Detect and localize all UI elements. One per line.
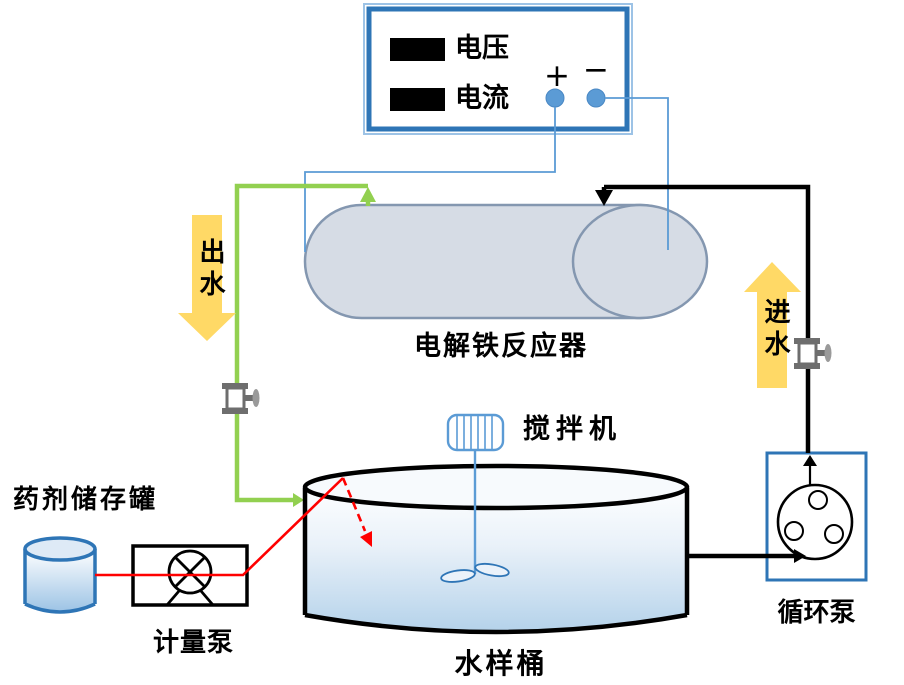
water-in-arrow [744, 262, 801, 388]
dosing-line [95, 477, 372, 577]
sample-bucket [302, 463, 690, 635]
water-out-arrow [178, 215, 236, 341]
electrode-wires [304, 97, 669, 252]
negative-terminal-icon [586, 88, 606, 108]
bucket-to-pump-arrowhead [794, 549, 806, 563]
inflow-into-reactor-arrowhead [595, 190, 613, 206]
reactor-vessel [303, 203, 709, 320]
reactor-label: 电解铁反应器 [414, 331, 588, 361]
metering-pump-label: 计量泵 [153, 627, 235, 657]
voltage-label: 电压 [455, 33, 509, 63]
outflow-pipe [234, 183, 376, 507]
pump-outlet-arrowhead [803, 455, 817, 466]
negative-sign: − [583, 52, 609, 88]
water-out-label: 出水 [196, 238, 226, 302]
current-display-icon [390, 88, 445, 111]
circulation-pump-icon [765, 451, 868, 582]
circulation-pump-label: 循环泵 [777, 597, 856, 627]
impeller-blade-left [440, 569, 476, 583]
reagent-tank [23, 536, 97, 614]
outflow-up-arrowhead [360, 187, 376, 202]
dosing-arrowhead [360, 531, 372, 547]
current-label: 电流 [455, 83, 509, 113]
valve-icon-outflow [222, 383, 260, 414]
valve-icon-inflow [794, 338, 832, 369]
voltage-display-icon [390, 38, 445, 61]
impeller-blade-right [474, 562, 510, 578]
bucket-label: 水样桶 [454, 648, 548, 679]
stirrer-label: 搅拌机 [523, 414, 622, 444]
reagent-tank-label: 药剂储存罐 [13, 484, 159, 514]
outflow-into-bucket-arrowhead [293, 493, 304, 507]
stirrer-icon [440, 413, 510, 583]
positive-wire [304, 107, 556, 252]
power-supply-box [363, 3, 633, 135]
reactor-end-cap [571, 203, 709, 320]
water-in-label: 进水 [761, 298, 791, 362]
negative-wire [605, 97, 669, 250]
positive-sign: + [544, 58, 570, 94]
